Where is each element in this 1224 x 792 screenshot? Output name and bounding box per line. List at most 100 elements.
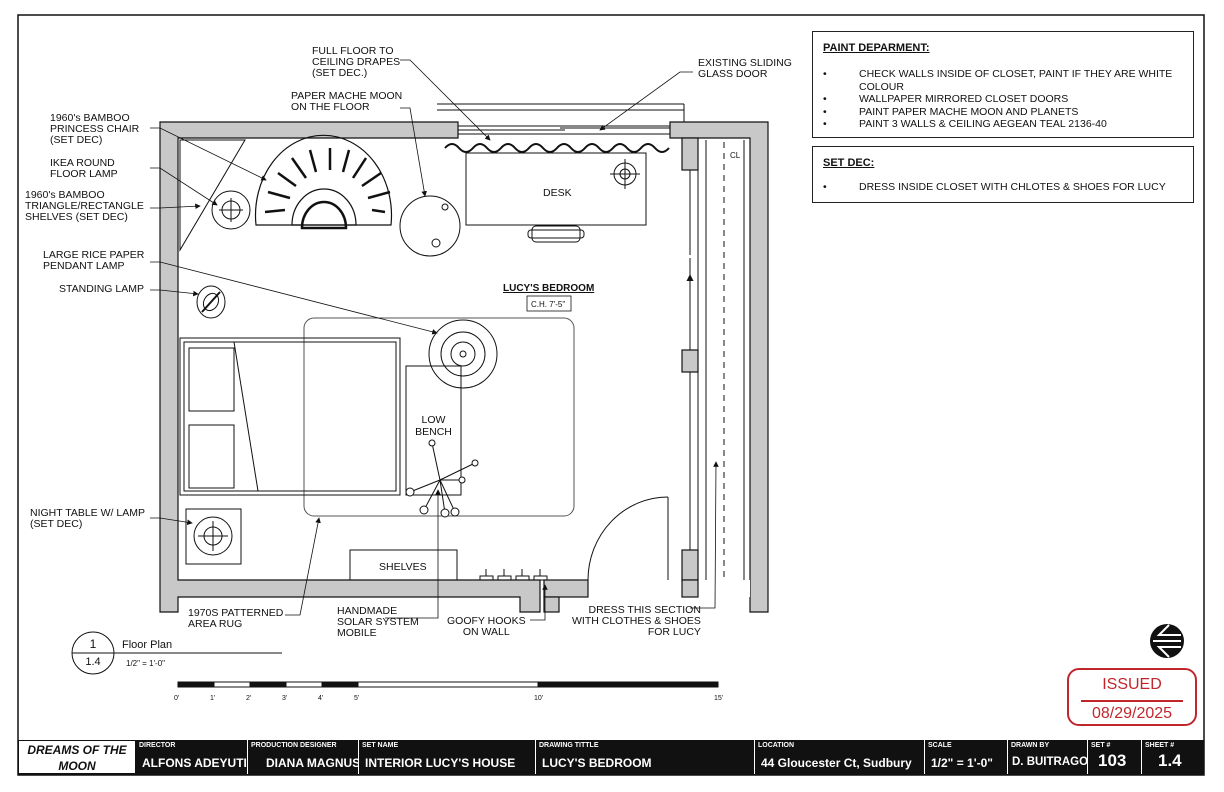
title-block-drawn-by: DRAWN BY D. BUITRAGO (1008, 740, 1088, 774)
shelves (349, 549, 458, 581)
desk-label: DESK (543, 187, 572, 199)
callout-line: MOBILE (337, 627, 377, 639)
set-number-label: SET # (1091, 742, 1111, 749)
paint-notes-list: • CHECK WALLS INSIDE OF CLOSET, PAINT IF … (823, 68, 1189, 131)
title-block-sheet-number: SHEET # 1.4 (1142, 740, 1204, 774)
director-label: DIRECTOR (139, 742, 176, 749)
set-dec-notes: SET DEC: •DRESS INSIDE CLOSET WITH CHLOT… (812, 146, 1194, 203)
callout-line: TRIANGLE/RECTANGLE (25, 200, 144, 212)
callout-line: (SET DEC) (30, 518, 83, 530)
callout-sliding-door: EXISTING SLIDING GLASS DOOR (698, 58, 792, 80)
callout-drapes: FULL FLOOR TO CEILING DRAPES (SET DEC.) (312, 46, 400, 79)
project-name-line: MOON (58, 759, 96, 773)
note-text: PAINT 3 WALLS & CEILING AEGEAN TEAL 2136… (859, 118, 1107, 130)
bullet: • (823, 105, 827, 118)
callout-line: NIGHT TABLE W/ LAMP (30, 507, 145, 519)
area-rug (303, 317, 575, 517)
callout-line: (SET DEC.) (312, 67, 368, 79)
callout-line: WITH CLOTHES & SHOES (572, 615, 701, 627)
callout-line: CEILING DRAPES (312, 56, 401, 68)
view-sheet: 1.4 (85, 656, 101, 668)
sheet-number-value: 1.4 (1158, 751, 1182, 770)
callout-closet: DRESS THIS SECTION WITH CLOTHES & SHOES … (572, 605, 701, 638)
low-bench (405, 365, 462, 496)
scale-tick-label: 15' (714, 695, 724, 702)
callout-line: 1970s PATTERNED (188, 607, 284, 619)
sliding-glass-door (437, 103, 685, 135)
scale-tick-label: 0' (174, 695, 180, 702)
title-block-scale: SCALE 1/2" = 1'-0" (925, 740, 1008, 774)
closet (686, 138, 745, 580)
stamp-status: ISSUED (1102, 676, 1162, 693)
callout-line: 1960's BAMBOO (25, 189, 105, 201)
director-value: ALFONS ADEYUTI (142, 756, 247, 770)
view-title: Floor Plan (122, 639, 173, 651)
leader-lines (150, 59, 719, 621)
callout-line: GLASS DOOR (698, 68, 768, 80)
callout-line: IKEA ROUND (50, 157, 115, 169)
north-arrow-icon (1150, 624, 1184, 658)
callout-line: SHELVES (SET DEC) (25, 211, 128, 223)
callout-line: ON WALL (462, 626, 510, 638)
issued-stamp: ISSUED 08/29/2025 (1067, 668, 1197, 726)
scale-tick-label: 3' (282, 695, 288, 702)
callout-standing-lamp: STANDING LAMP (59, 284, 144, 295)
callout-line: 1960's BAMBOO (50, 112, 130, 124)
scale-tick-label: 4' (318, 695, 324, 702)
callout-night-table: NIGHT TABLE W/ LAMP (SET DEC) (30, 508, 145, 530)
callout-line: FULL FLOOR TO (312, 45, 394, 57)
callout-line: PENDANT LAMP (43, 260, 125, 272)
desk (465, 152, 647, 243)
note-item: •PAINT PAPER MACHE MOON AND PLANETS (823, 106, 1189, 119)
set-number-value: 103 (1098, 751, 1127, 770)
note-text: WALLPAPER MIRRORED CLOSET DOORS (859, 93, 1069, 105)
callout-line: LARGE RICE PAPER (43, 249, 145, 261)
drawn-by-label: DRAWN BY (1011, 742, 1050, 749)
note-item: • CHECK WALLS INSIDE OF CLOSET, PAINT IF … (823, 68, 1189, 93)
title-block-project: DREAMS OF THE MOON (18, 740, 136, 774)
set-dec-list: •DRESS INSIDE CLOSET WITH CHLOTES & SHOE… (823, 181, 1189, 194)
callout-line: ON THE FLOOR (291, 101, 370, 113)
note-text: CHECK WALLS INSIDE OF CLOSET, PAINT IF T… (859, 68, 1173, 93)
bullet: • (823, 118, 827, 130)
view-title-bubble (71, 631, 282, 675)
bed (179, 337, 401, 496)
paper-mache-moon (399, 195, 461, 257)
sheet-number-label: SHEET # (1145, 742, 1175, 749)
scale-tick-label: 10' (534, 695, 544, 702)
princess-chair (254, 134, 393, 230)
callout-hooks: GOOFY HOOKS ON WALL (447, 616, 526, 638)
callout-mobile: HANDMADE SOLAR SYSTEM MOBILE (337, 606, 419, 639)
callout-line: STANDING LAMP (59, 283, 144, 295)
standing-lamp (196, 285, 226, 319)
note-text: DRESS INSIDE CLOSET WITH CHLOTES & SHOES… (859, 181, 1166, 193)
scale-value: 1/2" = 1'-0" (931, 756, 993, 770)
location-value: 44 Gloucester Ct, Sudbury (761, 756, 912, 770)
callout-rug: 1970s PATTERNED AREA RUG (188, 608, 283, 630)
bullet: • (823, 68, 827, 80)
callout-floor-lamp: IKEA ROUND FLOOR LAMP (50, 158, 118, 180)
callout-bamboo-chair: 1960's BAMBOO PRINCESS CHAIR (SET DEC) (50, 113, 139, 146)
title-block-set-name: SET NAME INTERIOR LUCY'S HOUSE (359, 740, 536, 774)
ceiling-height: C.H. 7'-5" (531, 300, 566, 309)
callout-line: (SET DEC) (50, 134, 103, 146)
solar-system-mobile (405, 439, 479, 518)
scale-label: SCALE (928, 742, 952, 749)
set-name-label: SET NAME (362, 742, 399, 749)
location-label: LOCATION (758, 742, 795, 749)
scale-tick-label: 2' (246, 695, 252, 702)
view-scale: 1/2" = 1'-0" (126, 659, 166, 668)
callout-line: DRESS THIS SECTION (588, 604, 701, 616)
callout-moon: PAPER MACHE MOON ON THE FLOOR (291, 91, 402, 113)
note-item: •DRESS INSIDE CLOSET WITH CHLOTES & SHOE… (823, 181, 1189, 194)
callout-line: PRINCESS CHAIR (50, 123, 140, 135)
drapes (444, 143, 670, 153)
project-name-line: DREAMS OF THE (27, 743, 127, 757)
scale-tick-label: 1' (210, 695, 216, 702)
set-name-value: INTERIOR LUCY'S HOUSE (365, 756, 516, 770)
shelves-label: SHELVES (379, 561, 427, 573)
callout-line: GOOFY HOOKS (447, 615, 526, 627)
callout-line: HANDMADE (337, 605, 398, 617)
note-item: • PAINT 3 WALLS & CEILING AEGEAN TEAL 213… (823, 118, 1189, 131)
